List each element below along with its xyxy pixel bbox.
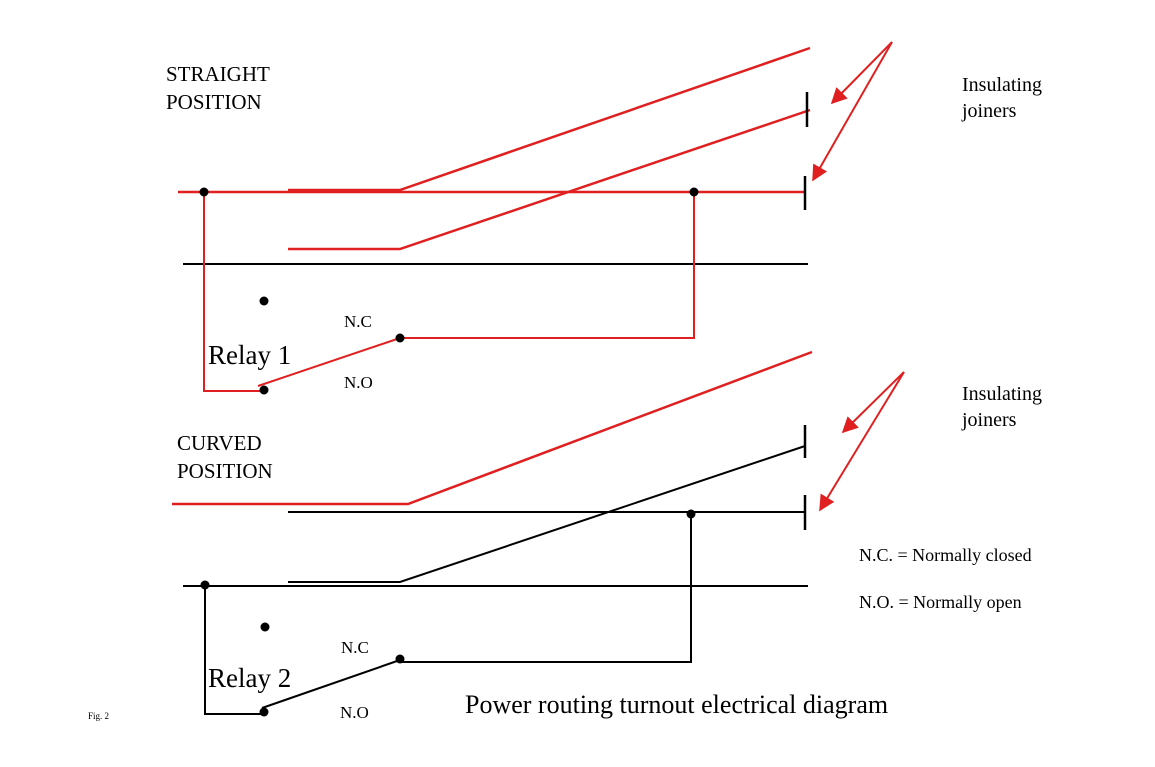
straight-arrow-lower (812, 41, 893, 182)
straight-arrow-upper (830, 41, 893, 105)
relay-1-arm (257, 337, 401, 387)
figure-label: Fig. 2 (88, 711, 110, 721)
curved-arrow-upper (841, 371, 905, 434)
relay-2-no-label: N.O (340, 703, 369, 722)
curved-insulating-joiners-label: Insulating joiners (962, 381, 1042, 433)
curved-arrow-lower (819, 371, 905, 512)
curved-position-title: CURVED POSITION (177, 433, 273, 482)
curved-right-feeder (400, 514, 692, 663)
legend-normally-closed: N.C. = Normally closed (859, 545, 1032, 565)
curved-joiner-line-1: Insulating (962, 383, 1042, 405)
relay-1-nc-label: N.C (344, 312, 372, 331)
straight-title-line-2: POSITION (166, 90, 262, 114)
straight-joiner-line-1: Insulating (962, 74, 1042, 96)
straight-diverging-outer-rail (288, 46, 811, 192)
relay-2-common-contact (259, 707, 269, 717)
curved-diverging-inner-rail (288, 445, 806, 583)
curved-position-diagram (172, 350, 905, 717)
straight-right-feeder (400, 192, 695, 339)
straight-diverging-inner-rail (288, 108, 811, 251)
curved-title-line-2: POSITION (177, 459, 273, 483)
relay-1-no-label: N.O (344, 373, 373, 392)
curved-left-junction (200, 580, 210, 590)
relay-1-label: Relay 1 (208, 340, 292, 370)
curved-diverging-outer-rail (172, 350, 813, 506)
straight-left-junction (199, 187, 209, 197)
relay-1-nc-unused-contact (259, 296, 269, 306)
straight-joiner-line-2: joiners (962, 100, 1017, 122)
relay-2-nc-contact (395, 654, 405, 664)
curved-right-junction (686, 509, 696, 519)
curved-left-feeder (204, 586, 264, 715)
relay-1-common-contact (259, 385, 269, 395)
curved-title-line-1: CURVED (177, 431, 262, 455)
straight-left-feeder (203, 192, 264, 392)
legend-normally-open: N.O. = Normally open (859, 592, 1022, 612)
straight-right-junction (689, 187, 699, 197)
straight-title-line-1: STRAIGHT (166, 62, 270, 86)
relay-2-arm (261, 659, 401, 709)
relay-2-nc-label: N.C (341, 638, 369, 657)
curved-joiner-line-2: joiners (962, 409, 1017, 431)
relay-2-label: Relay 2 (208, 663, 292, 693)
relay-2-nc-unused-contact (260, 622, 270, 632)
straight-position-title: STRAIGHT POSITION (166, 64, 270, 113)
straight-position-diagram (178, 41, 893, 395)
diagram-caption: Power routing turnout electrical diagram (465, 690, 889, 719)
straight-insulating-joiners-label: Insulating joiners (962, 72, 1042, 124)
relay-1-nc-contact (395, 333, 405, 343)
